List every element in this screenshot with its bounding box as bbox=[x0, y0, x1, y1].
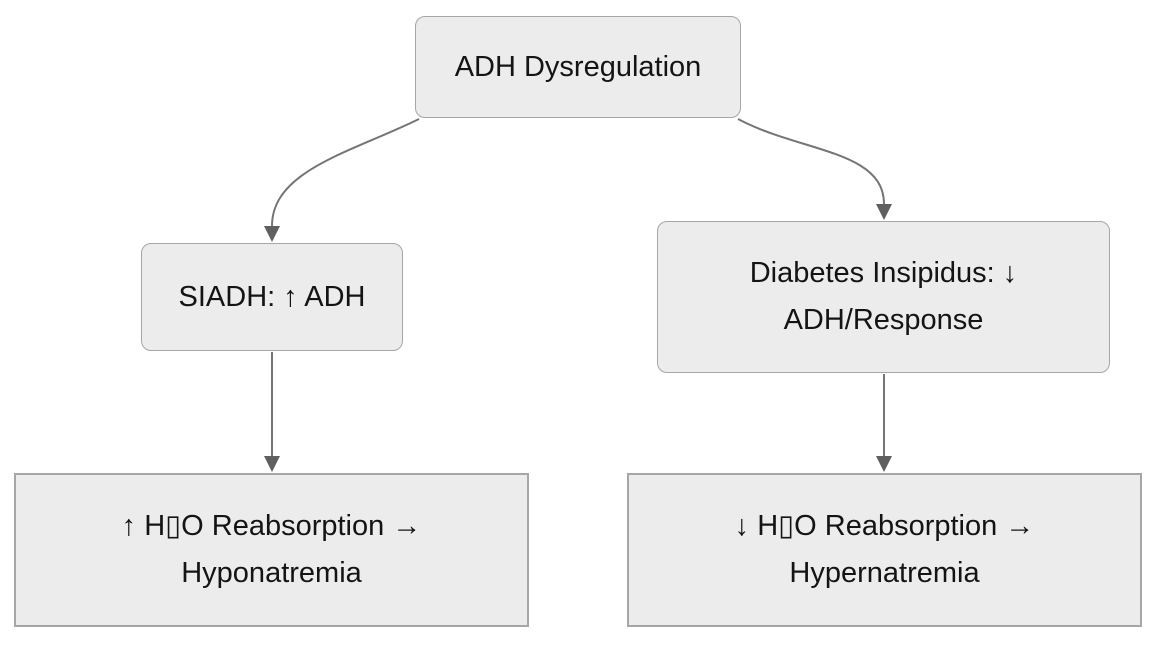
node-label-line-2: Hyponatremia bbox=[181, 557, 362, 589]
node-label-line-1: ↓ H▯O Reabsorption → bbox=[734, 510, 1035, 542]
node-adh-dysregulation: ADH Dysregulation bbox=[415, 16, 741, 118]
node-label-line-1: Diabetes Insipidus: ↓ bbox=[749, 257, 1018, 289]
arrowhead-siadh-to-hypo bbox=[264, 456, 280, 472]
arrowhead-root-to-di bbox=[876, 204, 892, 220]
node-label-line-1: ↑ H▯O Reabsorption → bbox=[121, 510, 422, 542]
node-label-line-2: ADH/Response bbox=[783, 304, 984, 336]
node-siadh: SIADH: ↑ ADH bbox=[141, 243, 403, 351]
node-label-line-2: Hypernatremia bbox=[789, 557, 980, 589]
node-label: SIADH: ↑ ADH bbox=[178, 280, 366, 313]
node-hyponatremia: ↑ H▯O Reabsorption → Hyponatremia bbox=[14, 473, 529, 627]
node-label: ADH Dysregulation bbox=[454, 50, 702, 83]
node-diabetes-insipidus: Diabetes Insipidus: ↓ ADH/Response bbox=[657, 221, 1110, 373]
node-hypernatremia: ↓ H▯O Reabsorption → Hypernatremia bbox=[627, 473, 1142, 627]
arrowhead-di-to-hyper bbox=[876, 456, 892, 472]
arrowhead-root-to-siadh bbox=[264, 226, 280, 242]
edge-root-to-siadh bbox=[271, 118, 420, 227]
edge-root-to-di bbox=[737, 118, 885, 205]
